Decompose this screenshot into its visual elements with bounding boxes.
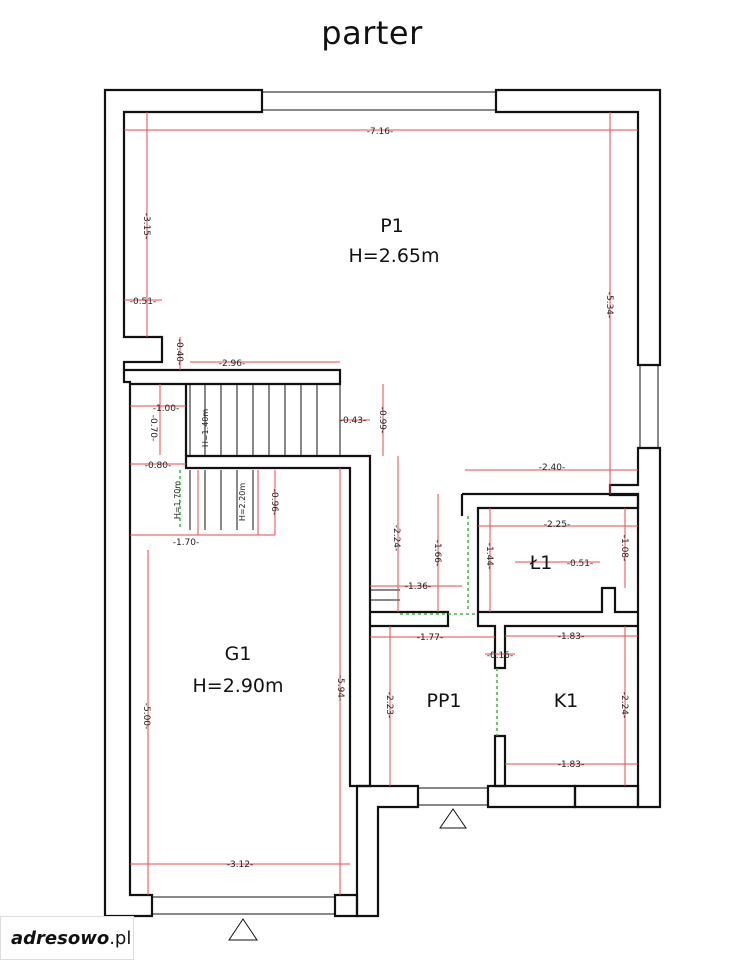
dim-070: -0.70- <box>148 415 158 442</box>
dimension-lines <box>124 112 638 895</box>
room-g1-height: H=2.90m <box>192 675 283 697</box>
interior-walls <box>124 368 640 788</box>
door-openings <box>179 470 498 736</box>
room-p1-name: P1 <box>380 215 404 237</box>
dim-170: -1.70- <box>173 538 200 548</box>
dim-177: -1.77- <box>417 633 444 643</box>
dim-223: -2.23- <box>384 692 394 719</box>
logo-brand: adresowo <box>11 927 110 949</box>
dim-183-a: -1.83- <box>558 632 585 642</box>
entrance-arrow-icon <box>439 808 467 829</box>
dim-099: -0.99- <box>377 407 387 434</box>
plan-title: parter <box>321 14 423 52</box>
dim-534: -5.34- <box>604 292 614 319</box>
dim-144: -1.44- <box>484 543 494 570</box>
height-220: H=2.20m <box>238 483 247 522</box>
dim-224-a: -2.24- <box>391 525 401 552</box>
dim-051-a: -0.51- <box>130 297 157 307</box>
dim-500: -5.00- <box>141 703 151 730</box>
dim-051-b: -0.51- <box>567 559 594 569</box>
dim-296: -2.96- <box>219 359 246 369</box>
dim-166: -1.66- <box>432 540 442 567</box>
dim-224-b: -2.24- <box>619 692 629 719</box>
room-p1-height: H=2.65m <box>348 245 439 267</box>
room-l1-name: Ł1 <box>529 552 553 574</box>
dim-100: -1.00- <box>153 404 180 414</box>
dim-080: -0.80- <box>145 461 172 471</box>
room-g1-name: G1 <box>225 643 252 665</box>
dim-108: -1.08- <box>619 535 629 562</box>
dim-183-b: -1.83- <box>558 760 585 770</box>
garage-entrance-arrow-icon <box>228 918 258 941</box>
height-170: H=1.70m <box>173 481 182 520</box>
dim-594: -5.94- <box>335 675 345 702</box>
room-pp1-name: PP1 <box>426 690 461 712</box>
dim-312: -3.12- <box>227 860 254 870</box>
dim-240: -2.40- <box>539 463 566 473</box>
outer-walls <box>103 88 662 918</box>
dim-040: -0.40- <box>174 339 184 366</box>
dim-043: -0.43- <box>340 416 367 426</box>
dim-096: -0.96- <box>269 489 279 516</box>
dim-716: -7.16- <box>367 127 394 137</box>
dim-015: -0.15- <box>487 651 514 661</box>
dim-225: -2.25- <box>544 520 571 530</box>
room-k1-name: K1 <box>554 690 579 712</box>
dim-136: -1.36- <box>405 582 432 592</box>
adresowo-logo[interactable]: adresowo.pl <box>0 916 134 960</box>
dim-315: -3.15- <box>141 213 151 240</box>
logo-suffix: .pl <box>109 927 132 949</box>
height-140: H=1.40m <box>201 409 210 448</box>
